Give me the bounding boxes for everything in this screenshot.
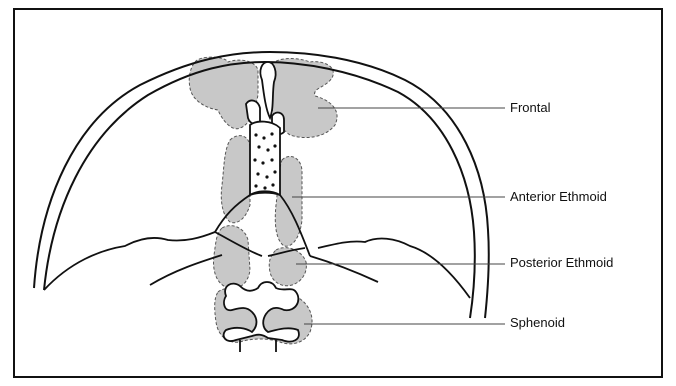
anterior-ethmoid-left — [221, 136, 250, 223]
label-anterior-ethmoid: Anterior Ethmoid — [510, 189, 607, 205]
posterior-ethmoid-right — [269, 248, 306, 286]
label-posterior-ethmoid: Posterior Ethmoid — [510, 255, 613, 271]
label-frontal: Frontal — [510, 100, 550, 116]
cribriform-plate — [250, 122, 280, 195]
label-sphenoid: Sphenoid — [510, 315, 565, 331]
